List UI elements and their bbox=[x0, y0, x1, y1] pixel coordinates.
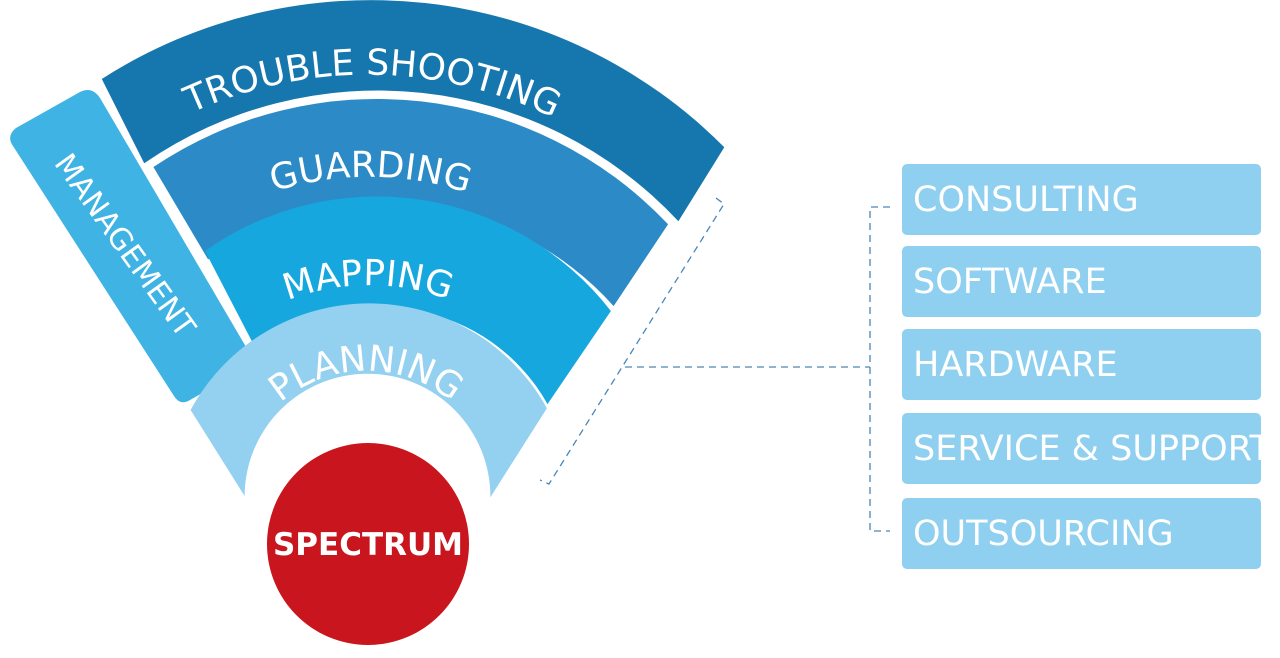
spectrum-circle bbox=[267, 443, 469, 645]
layer-mapping bbox=[205, 196, 611, 405]
service-outsourcing: OUTSOURCING bbox=[902, 498, 1261, 569]
layer-planning bbox=[190, 303, 547, 498]
service-label-consulting: CONSULTING bbox=[913, 179, 1139, 220]
service-label-outsourcing: OUTSOURCING bbox=[913, 513, 1174, 554]
service-label-service-support: SERVICE & SUPPORT bbox=[913, 428, 1261, 469]
service-software: SOFTWARE bbox=[902, 246, 1261, 317]
service-consulting: CONSULTING bbox=[902, 164, 1261, 235]
connector-bracket-right bbox=[869, 206, 890, 532]
service-service-support: SERVICE & SUPPORT bbox=[902, 413, 1261, 484]
service-hardware: HARDWARE bbox=[902, 329, 1261, 400]
service-label-hardware: HARDWARE bbox=[913, 344, 1118, 385]
connector-lines bbox=[539, 197, 890, 532]
service-label-software: SOFTWARE bbox=[913, 261, 1107, 302]
layer-trouble-shooting bbox=[101, 0, 725, 222]
connector-bracket-left bbox=[539, 197, 725, 485]
management-band bbox=[10, 90, 251, 403]
spectrum-label: SPECTRUM bbox=[273, 527, 463, 563]
